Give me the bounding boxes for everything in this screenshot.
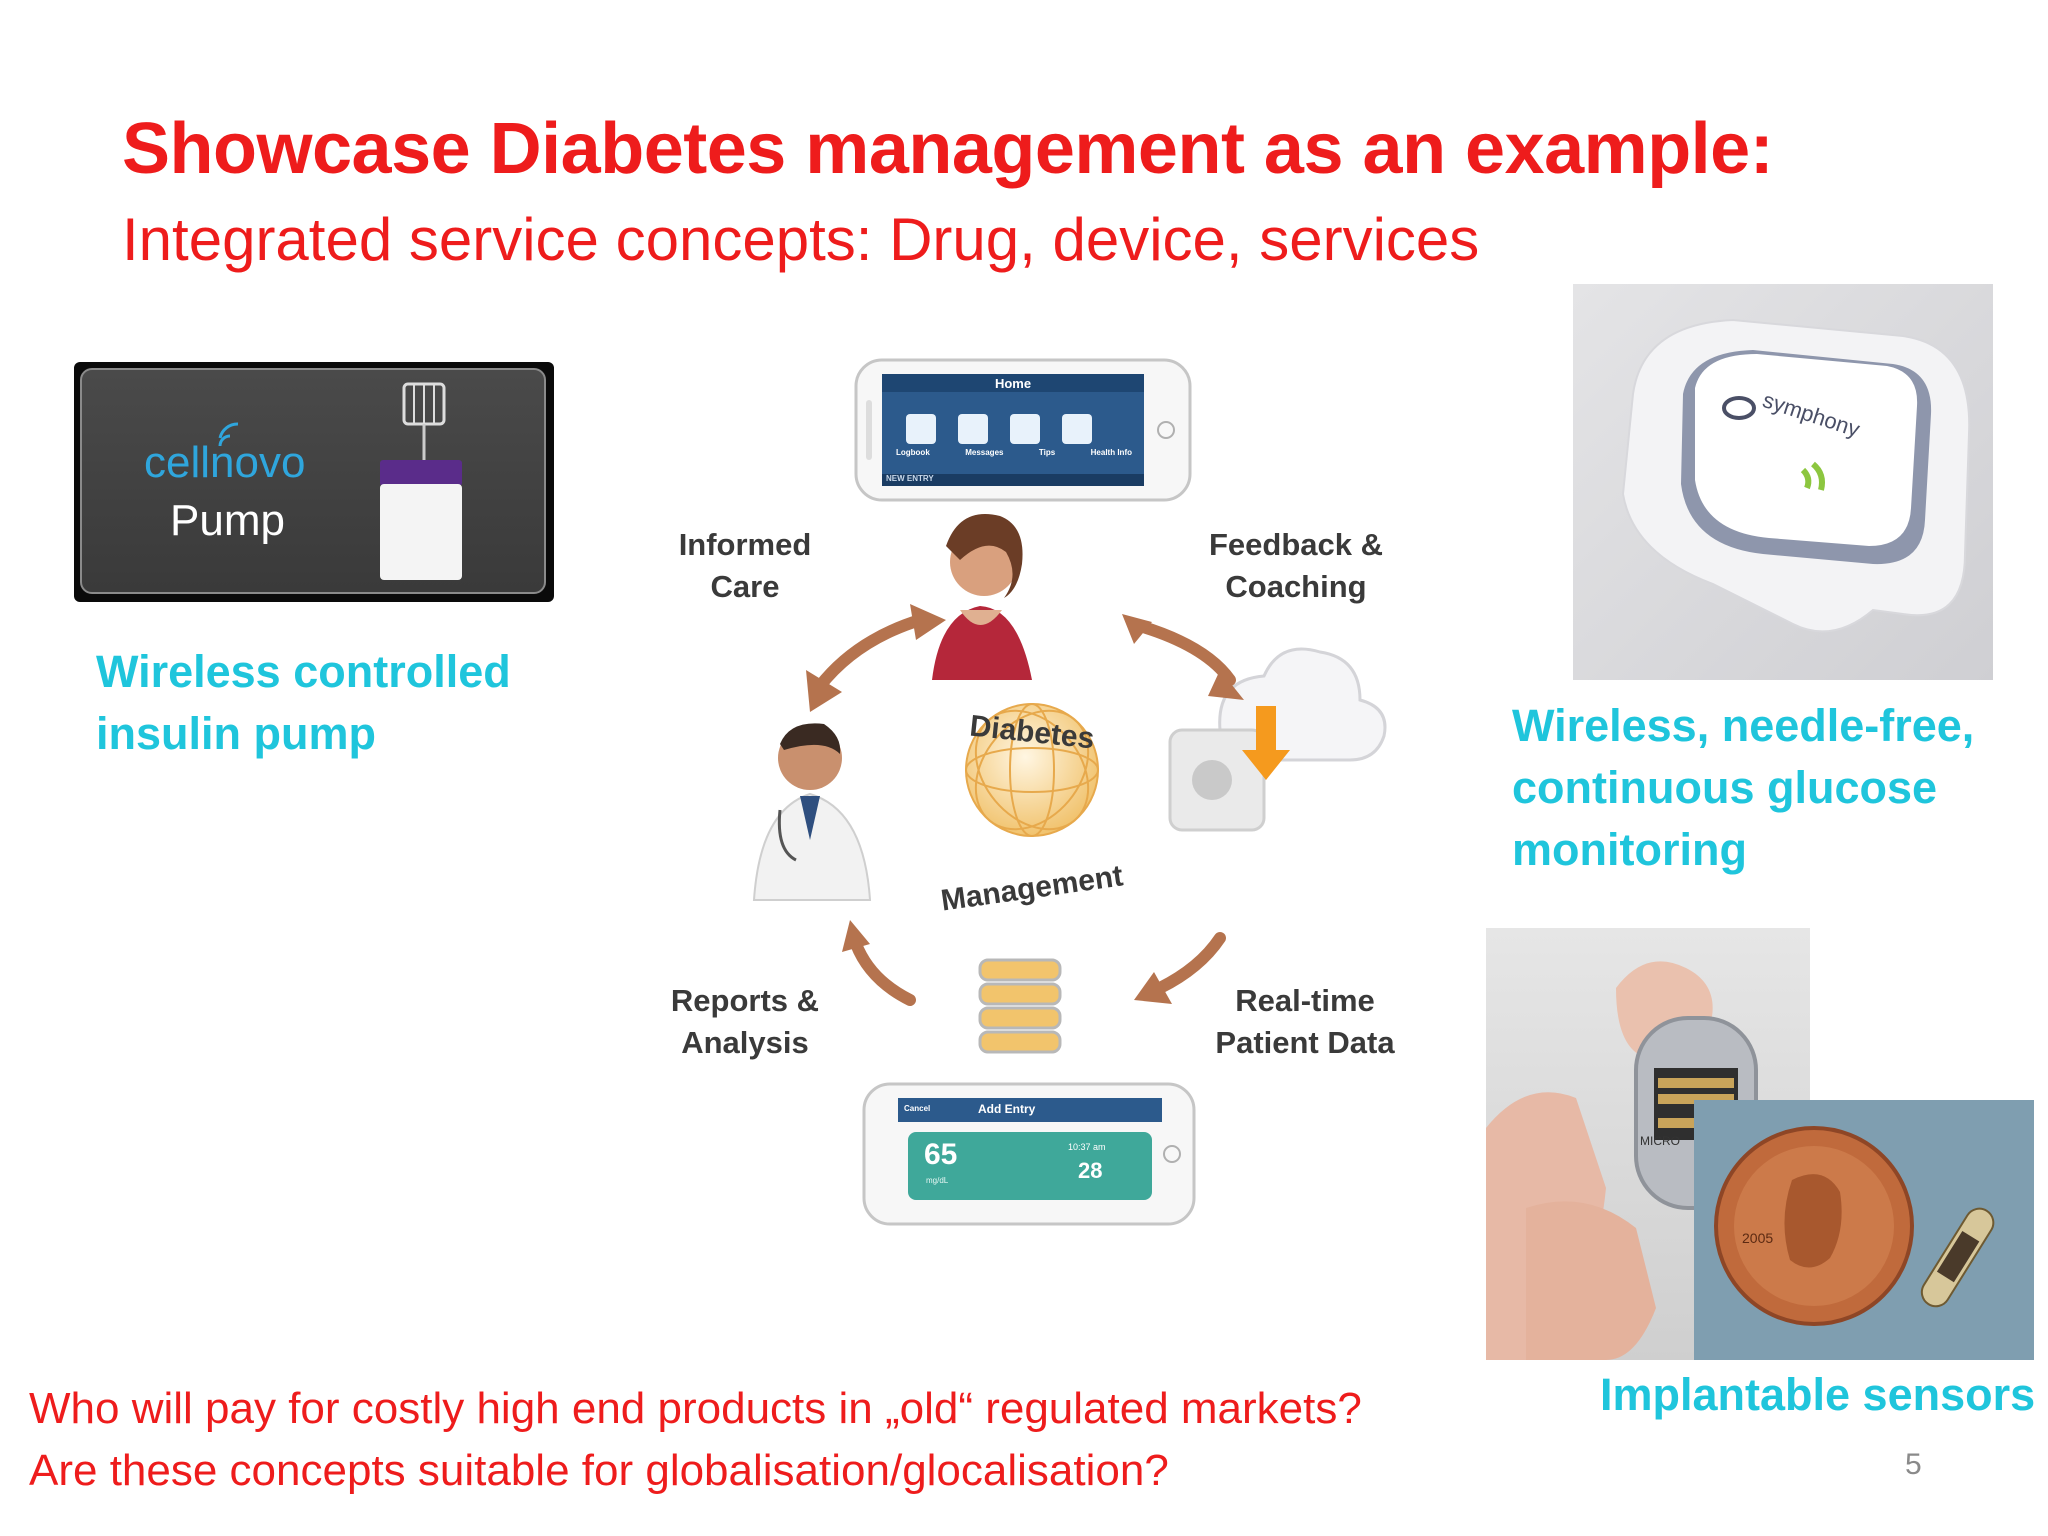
bottom-phone-cancel: Cancel [904,1104,931,1113]
bottom-phone-header: Add Entry [978,1102,1036,1116]
pump-label: Pump [170,496,285,545]
label-feedback-1: Feedback & [1208,527,1383,562]
implant-coin-image: 2005 [1694,1100,2034,1360]
label-realtime-2: Patient Data [1215,1025,1395,1060]
cgm-caption-line3: monitoring [1512,824,1747,875]
coin-year: 2005 [1742,1230,1774,1246]
top-smartphone [854,358,1192,502]
symphony-sensor-image: symphony [1573,284,1993,680]
pump-caption-line1: Wireless controlled [96,646,511,697]
diabetes-management-diagram: Home Logbook Messages Tips Health Info N… [660,340,1420,1260]
doctor-figure [752,723,872,901]
top-phone-label-health: Health Info [1090,448,1132,457]
cgm-caption-line1: Wireless, needle-free, [1512,700,1975,751]
label-reports-2: Analysis [681,1025,809,1060]
top-phone-label-logbook: Logbook [896,448,930,457]
care-provider-figure [932,514,1032,680]
top-phone-header: Home [994,376,1032,391]
label-realtime-1: Real-time [1235,983,1375,1018]
label-informed-2: Care [710,569,780,604]
pump-caption-line2: insulin pump [96,708,376,759]
bottom-phone-time: 10:37 am [1068,1142,1106,1152]
pump-device-icon [380,382,462,580]
cloud-data-icon [1168,647,1387,832]
cellnovo-pump-image: cellnovo Pump [74,362,554,602]
label-feedback-2: Coaching [1225,569,1367,604]
page-number: 5 [1905,1448,1922,1481]
bottom-phone-day: 28 [1078,1158,1103,1183]
label-reports-1: Reports & [670,983,820,1018]
top-phone-icon-labels: Logbook Messages Tips Health Info [896,448,1132,457]
diabetes-globe-icon [965,703,1099,837]
top-phone-label-tips: Tips [1038,448,1056,457]
bottom-phone-unit: mg/dL [926,1176,949,1185]
top-phone-label-messages: Messages [965,448,1004,457]
cycle-arrows [814,614,1236,1006]
bottom-smartphone [862,1082,1196,1226]
label-informed-1: Informed [678,527,812,562]
implant-caption: Implantable sensors [1600,1369,2036,1420]
cellnovo-logo: cellnovo [144,438,306,487]
top-phone-footer: NEW ENTRY [886,474,934,483]
question-2: Are these concepts suitable for globalis… [29,1446,1169,1495]
slide-subtitle: Integrated service concepts: Drug, devic… [122,206,1480,273]
slide-title: Showcase Diabetes management as an examp… [122,109,1774,189]
cgm-caption-line2: continuous glucose [1512,762,1938,813]
bottom-phone-value: 65 [924,1138,958,1171]
question-1: Who will pay for costly high end product… [29,1384,1362,1433]
wireless-signal-icon [218,422,239,447]
arrow-heads [806,604,1244,1004]
chip-label: MICRO [1640,1134,1680,1148]
database-icon [978,958,1062,1054]
